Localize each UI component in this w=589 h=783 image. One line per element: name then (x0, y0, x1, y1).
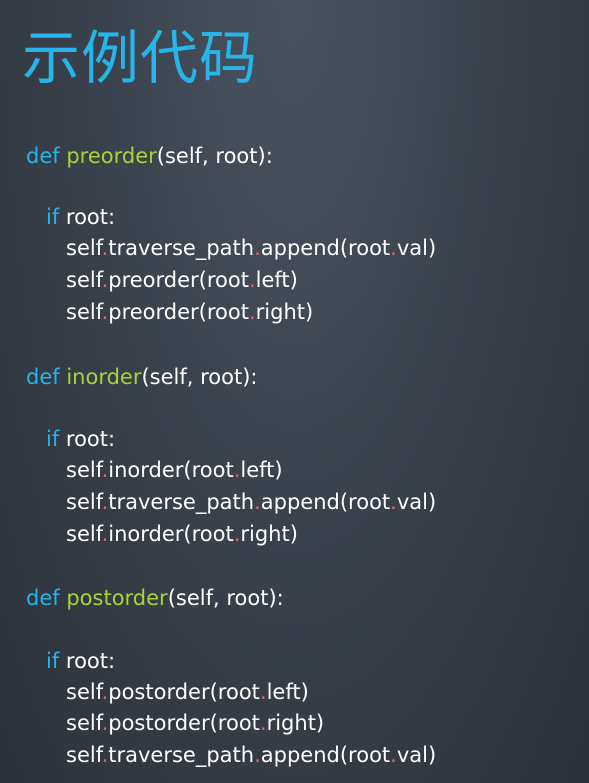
params: (self, root): (156, 144, 273, 168)
dot: . (248, 300, 256, 324)
if-condition: root: (59, 427, 116, 451)
code-token: preorder(root (108, 268, 249, 292)
if-keyword: if (46, 649, 60, 673)
dot: . (259, 680, 267, 704)
code-token: val) (396, 490, 437, 514)
dot: . (390, 236, 397, 260)
def-line-preorder: def preorder(self, root): (26, 142, 273, 170)
code-token: self (66, 680, 102, 704)
code-token: val) (396, 236, 437, 260)
code-token: append(root (260, 236, 391, 260)
def-keyword: def (26, 144, 60, 168)
code-token: self (66, 522, 102, 546)
code-token: self (66, 490, 102, 514)
params: (self, root): (167, 586, 284, 610)
code-token: self (66, 743, 102, 767)
code-token: traverse_path (108, 490, 255, 514)
dot: . (233, 522, 241, 546)
code-line: self.preorder(root.left) (66, 266, 298, 294)
code-line: self.postorder(root.right) (66, 709, 324, 737)
dot: . (101, 300, 109, 324)
if-line: if root: (46, 647, 115, 675)
function-name: postorder (66, 586, 168, 610)
dot: . (390, 743, 397, 767)
code-line: self.traverse_path.append(root.val) (66, 741, 436, 769)
code-token: inorder(root (108, 458, 234, 482)
dot: . (101, 711, 109, 735)
dot: . (101, 743, 109, 767)
dot: . (248, 268, 256, 292)
code-token: left) (240, 458, 283, 482)
code-token: preorder(root (108, 300, 249, 324)
dot: . (101, 236, 109, 260)
dot: . (254, 490, 261, 514)
params: (self, root): (141, 365, 258, 389)
code-token: left) (255, 268, 298, 292)
code-token: postorder(root (108, 711, 260, 735)
code-token: self (66, 268, 102, 292)
if-condition: root: (59, 649, 116, 673)
code-line: self.preorder(root.right) (66, 298, 313, 326)
code-token: traverse_path (108, 743, 255, 767)
function-name: preorder (66, 144, 157, 168)
if-line: if root: (46, 425, 115, 453)
slide-title: 示例代码 (22, 24, 259, 92)
code-token: right) (255, 300, 314, 324)
dot: . (101, 268, 109, 292)
def-line-postorder: def postorder(self, root): (26, 584, 284, 612)
code-token: traverse_path (108, 236, 255, 260)
def-line-inorder: def inorder(self, root): (26, 363, 258, 391)
code-line: self.postorder(root.left) (66, 678, 309, 706)
code-token: append(root (260, 490, 391, 514)
dot: . (233, 458, 241, 482)
if-condition: root: (59, 205, 116, 229)
code-line: self.inorder(root.left) (66, 456, 283, 484)
code-token: self (66, 711, 102, 735)
if-keyword: if (46, 427, 60, 451)
code-token: self (66, 236, 102, 260)
dot: . (101, 458, 109, 482)
code-token: val) (396, 743, 437, 767)
code-line: self.traverse_path.append(root.val) (66, 488, 436, 516)
code-token: left) (266, 680, 309, 704)
dot: . (259, 711, 267, 735)
def-keyword: def (26, 586, 60, 610)
dot: . (390, 490, 397, 514)
dot: . (101, 490, 109, 514)
dot: . (101, 522, 109, 546)
def-keyword: def (26, 365, 60, 389)
code-token: append(root (260, 743, 391, 767)
code-token: self (66, 300, 102, 324)
code-token: right) (266, 711, 325, 735)
dot: . (101, 680, 109, 704)
code-line: self.inorder(root.right) (66, 520, 298, 548)
dot: . (254, 743, 261, 767)
code-token: inorder(root (108, 522, 234, 546)
code-line: self.traverse_path.append(root.val) (66, 234, 436, 262)
code-token: postorder(root (108, 680, 260, 704)
code-token: right) (240, 522, 298, 546)
code-token: self (66, 458, 102, 482)
dot: . (254, 236, 261, 260)
function-name: inorder (66, 365, 142, 389)
if-keyword: if (46, 205, 60, 229)
if-line: if root: (46, 203, 115, 231)
